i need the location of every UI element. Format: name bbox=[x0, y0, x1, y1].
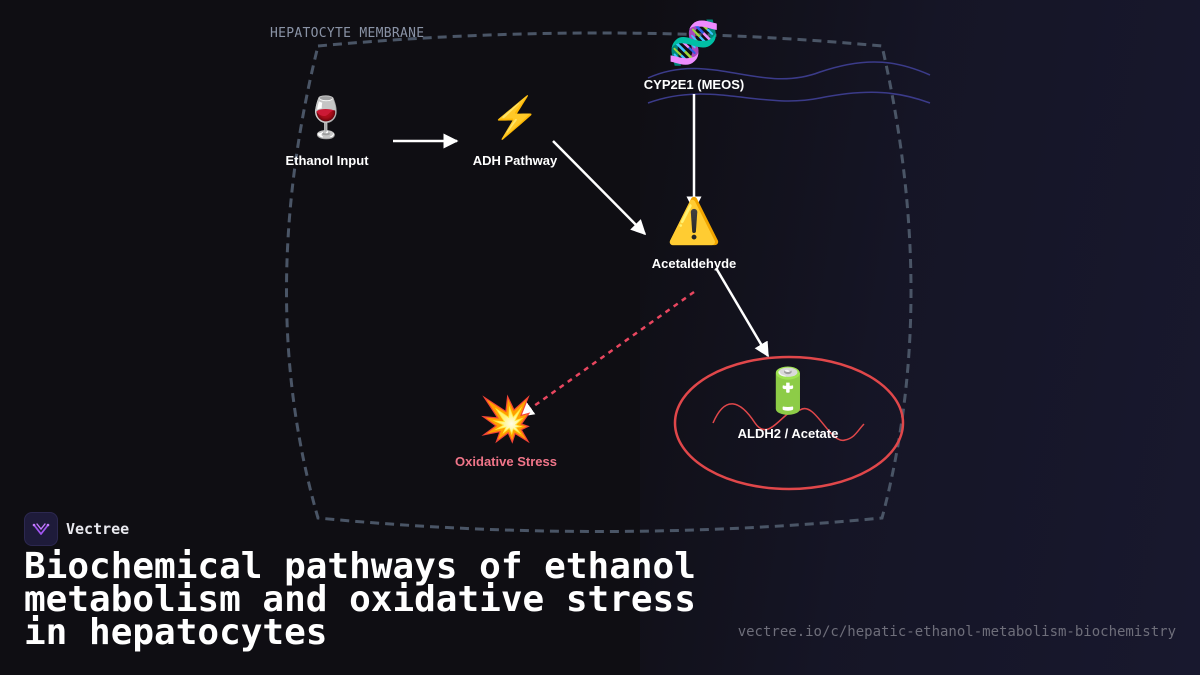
page-title: Biochemical pathways of ethanol metaboli… bbox=[24, 546, 696, 653]
cyp2e1-label: CYP2E1 (MEOS) bbox=[643, 77, 745, 92]
dna-icon: 🧬 bbox=[667, 19, 721, 66]
source-url[interactable]: vectree.io/c/hepatic-ethanol-metabolism-… bbox=[737, 624, 1176, 640]
cyp-wave-top bbox=[647, 61, 931, 80]
hepatocyte-membrane bbox=[285, 31, 913, 533]
lightning-icon: ⚡ bbox=[490, 96, 540, 140]
battery-icon: 🔋 bbox=[760, 367, 816, 416]
adh-label: ADH Pathway bbox=[472, 153, 558, 168]
vectree-logo-icon bbox=[24, 512, 58, 546]
aldh2-ring bbox=[673, 355, 905, 491]
arrow-acetaldehyde-oxidative bbox=[518, 290, 695, 418]
aldh2-wave bbox=[712, 403, 865, 441]
ethanol-label: Ethanol Input bbox=[285, 153, 369, 168]
oxidative-stress-label: Oxidative Stress bbox=[455, 454, 557, 469]
brand[interactable]: Vectree bbox=[24, 512, 129, 546]
background-gradient bbox=[640, 0, 1200, 675]
arrow-acetaldehyde-aldh2 bbox=[714, 267, 770, 358]
membrane-label: HEPATOCYTE MEMBRANE bbox=[270, 26, 425, 41]
cyp-wave-bottom bbox=[647, 91, 931, 104]
explosion-icon: 💥 bbox=[478, 395, 534, 444]
acetaldehyde-label: Acetaldehyde bbox=[651, 256, 737, 271]
wine-glass-icon: 🍷 bbox=[301, 96, 351, 140]
aldh2-label: ALDH2 / Acetate bbox=[737, 426, 839, 441]
warning-icon: ⚠️ bbox=[666, 197, 722, 246]
brand-name: Vectree bbox=[66, 520, 130, 538]
arrow-adh-acetaldehyde bbox=[552, 140, 647, 236]
